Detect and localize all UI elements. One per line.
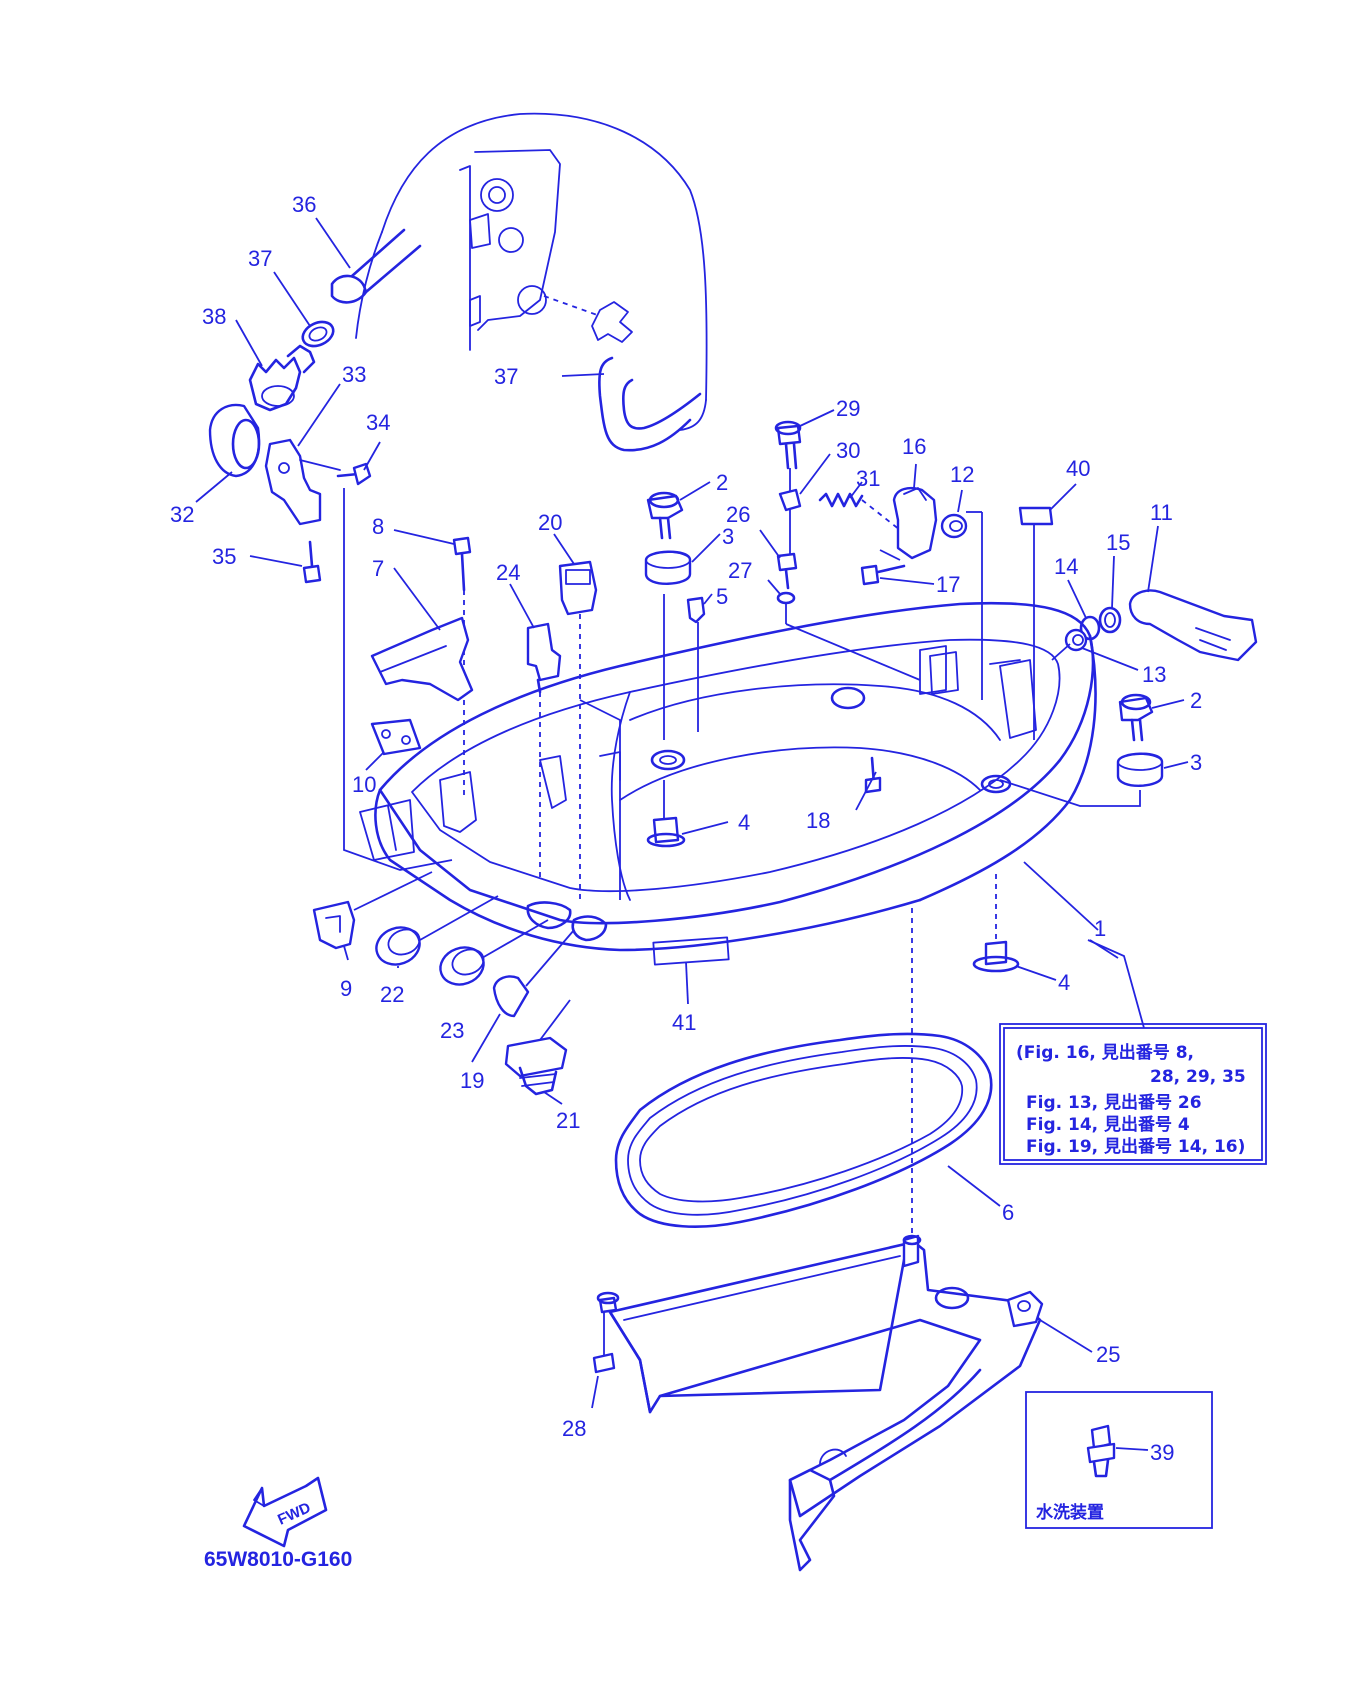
reference-note-line-5: Fig. 19, 見出番号 14, 16) (1026, 1136, 1245, 1157)
callout-numbers: 36 37 38 33 34 32 35 37 8 7 24 20 10 9 2… (170, 192, 1202, 1465)
callout-38: 38 (202, 304, 226, 329)
callout-33: 33 (342, 362, 366, 387)
reference-note-line-3: Fig. 13, 見出番号 26 (1026, 1092, 1202, 1113)
callout-40: 40 (1066, 456, 1090, 481)
callout-19: 19 (460, 1068, 484, 1093)
callout-31: 31 (856, 466, 880, 491)
callout-3-right: 3 (1190, 750, 1202, 775)
callout-23: 23 (440, 1018, 464, 1043)
fwd-arrow-icon (242, 1476, 328, 1548)
callout-8: 8 (372, 514, 384, 539)
callout-5: 5 (716, 584, 728, 609)
callout-22: 22 (380, 982, 404, 1007)
callout-18: 18 (806, 808, 830, 833)
callout-28: 28 (562, 1416, 586, 1441)
callout-1: 1 (1094, 916, 1106, 941)
right-parts (759, 409, 1258, 807)
cowling-gasket (614, 1032, 1001, 1228)
left-side-parts (312, 488, 621, 1105)
bottom-cowling (374, 601, 1097, 966)
callout-32: 32 (170, 502, 194, 527)
callout-37-right: 37 (494, 364, 518, 389)
callout-37-left: 37 (248, 246, 272, 271)
flush-kit-inset (1025, 1391, 1213, 1529)
callout-36: 36 (292, 192, 316, 217)
callout-4-bottom: 4 (1058, 970, 1070, 995)
callout-27: 27 (728, 558, 752, 583)
callout-16: 16 (902, 434, 926, 459)
callout-30: 30 (836, 438, 860, 463)
callout-25: 25 (1096, 1342, 1120, 1367)
callout-9: 9 (340, 976, 352, 1001)
center-parts (644, 481, 1057, 981)
callout-2-right: 2 (1190, 688, 1202, 713)
reference-note-line-2: 28, 29, 35 (1150, 1067, 1246, 1087)
flush-kit-label: 水洗装置 (1036, 1502, 1104, 1523)
callout-17: 17 (936, 572, 960, 597)
callout-26: 26 (726, 502, 750, 527)
callout-20: 20 (538, 510, 562, 535)
callout-41: 41 (672, 1010, 696, 1035)
callout-10: 10 (352, 772, 376, 797)
callout-15: 15 (1106, 530, 1130, 555)
callout-34: 34 (366, 410, 390, 435)
diagram-code: 65W8010-G160 (204, 1548, 352, 1571)
reference-note-line-1: (Fig. 16, 見出番号 8, (1016, 1042, 1194, 1063)
callout-24: 24 (496, 560, 520, 585)
lower-apron (591, 908, 1093, 1572)
fwd-label: FWD (275, 1499, 313, 1528)
callout-35: 35 (212, 544, 236, 569)
callout-39: 39 (1150, 1440, 1174, 1465)
reference-note-box (999, 1023, 1267, 1165)
callout-29: 29 (836, 396, 860, 421)
callout-11: 11 (1150, 500, 1173, 525)
callout-6: 6 (1002, 1200, 1014, 1225)
callout-13: 13 (1142, 662, 1166, 687)
callout-3-center: 3 (722, 524, 734, 549)
flush-hose-assembly (195, 217, 422, 584)
callout-12: 12 (950, 462, 974, 487)
cowling-leaders (685, 861, 1145, 1029)
callout-2-center: 2 (716, 470, 728, 495)
reference-note-line-4: Fig. 14, 見出番号 4 (1026, 1114, 1190, 1135)
callout-21: 21 (556, 1108, 580, 1133)
callout-7: 7 (372, 556, 384, 581)
engine-outline (355, 112, 708, 452)
reference-note-text: (Fig. 16, 見出番号 8, 28, 29, 35 Fig. 13, 見出… (1016, 1042, 1246, 1157)
callout-14: 14 (1054, 554, 1078, 579)
callout-4-center: 4 (738, 810, 750, 835)
